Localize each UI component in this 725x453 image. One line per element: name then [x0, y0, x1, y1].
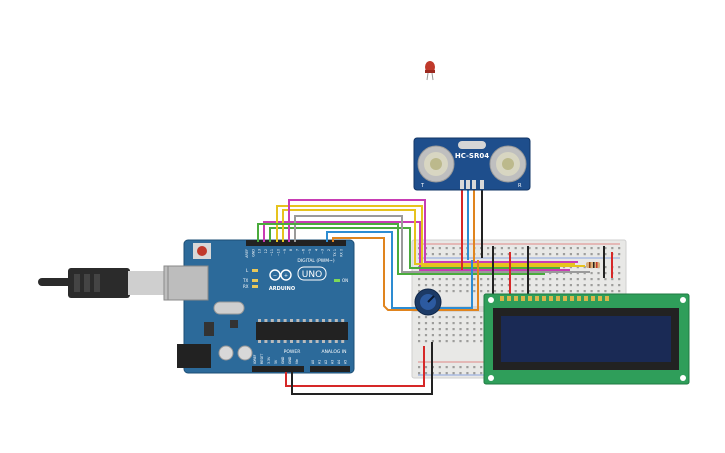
led[interactable] — [425, 61, 435, 81]
digital-pin-label: ~3 — [321, 249, 325, 254]
lcd-display[interactable] — [483, 293, 690, 385]
power-pin-label: GND — [288, 356, 292, 364]
wire-blue — [326, 231, 473, 309]
chip-pins — [258, 319, 345, 343]
svg-text:−: − — [273, 273, 277, 279]
wire-magenta — [263, 221, 570, 271]
digital-pin-label: ~6 — [302, 249, 306, 254]
on-led-label: ON — [342, 278, 348, 283]
digital-header-label: DIGITAL (PWM~) — [297, 258, 335, 264]
analog-pin-label: A3 — [331, 360, 335, 364]
potentiometer[interactable] — [414, 288, 442, 316]
digital-pin-label: 12 — [264, 249, 268, 253]
lcd-pins — [500, 296, 609, 301]
wires — [257, 190, 613, 395]
digital-pin-label: 7 — [295, 249, 299, 251]
sensor-t-mark: T — [420, 183, 425, 189]
digital-pin-label: RX 0 — [340, 249, 344, 257]
power-pin-label: IOREF — [253, 354, 257, 364]
power-pin-label: Vin — [295, 359, 299, 364]
digital-pin-label: AREF — [245, 249, 249, 258]
power-header[interactable] — [252, 366, 304, 372]
arduino-logo: − + — [269, 269, 292, 281]
analog-header-label: ANALOG IN — [321, 349, 346, 355]
power-pin-label: GND — [281, 356, 285, 364]
power-header-label: POWER — [284, 349, 301, 355]
wire-yellow-1 — [276, 205, 585, 267]
analog-pin-label: A2 — [324, 360, 328, 364]
analog-pin-label: A1 — [318, 360, 322, 364]
sensor-r-mark: R — [518, 183, 522, 189]
resistor[interactable] — [586, 262, 600, 268]
power-pin-label: 5V — [274, 359, 278, 364]
reset-button[interactable] — [197, 246, 207, 256]
svg-text:+: + — [284, 273, 288, 279]
digital-pin-label: 2 — [327, 249, 331, 251]
digital-pin-label: ~11 — [270, 249, 274, 256]
digital-pin-label: 8 — [289, 249, 293, 251]
power-pin-label: RESET — [260, 354, 264, 364]
wire-power-black — [291, 370, 433, 395]
digital-header[interactable] — [246, 240, 346, 246]
wire-yellow-2 — [282, 209, 575, 265]
digital-pin-label: GND — [251, 249, 255, 257]
power-jack[interactable] — [177, 344, 211, 368]
analog-pin-label: A5 — [344, 360, 348, 364]
tx-led-label: TX — [242, 278, 248, 283]
analog-pin-label: A0 — [311, 360, 315, 364]
lcd-screen — [501, 316, 671, 362]
digital-pin-label: 13 — [258, 249, 262, 253]
l-led-label: L — [246, 268, 249, 273]
microcontroller-chip — [256, 322, 348, 340]
sensor-model-label: HC-SR04 — [455, 152, 489, 160]
analog-header[interactable] — [310, 366, 350, 372]
digital-pin-label: TX 1 — [333, 249, 337, 258]
wire-green-1 — [269, 227, 560, 269]
digital-pin-label: ~5 — [308, 249, 312, 254]
digital-pin-label: 4 — [314, 249, 318, 251]
analog-pin-label: A4 — [337, 360, 341, 364]
board-model-label: UNO — [302, 270, 322, 280]
rx-led-label: RX — [243, 284, 249, 289]
sensor-pins — [460, 180, 484, 189]
wire-power-red — [285, 364, 425, 387]
digital-pin-label: ~10 — [277, 249, 281, 256]
wire-orange — [332, 237, 479, 311]
wire-magenta-2 — [288, 199, 578, 263]
digital-pin-label: ~9 — [283, 249, 287, 254]
ultrasonic-sensor[interactable]: HC-SR04 T R — [413, 137, 531, 191]
board-brand-label: ARDUINO — [269, 286, 295, 292]
capacitor — [218, 345, 234, 361]
crystal-oscillator — [213, 301, 245, 315]
power-pin-label: 3.3V — [267, 356, 271, 364]
wire-green-2 — [257, 223, 545, 275]
